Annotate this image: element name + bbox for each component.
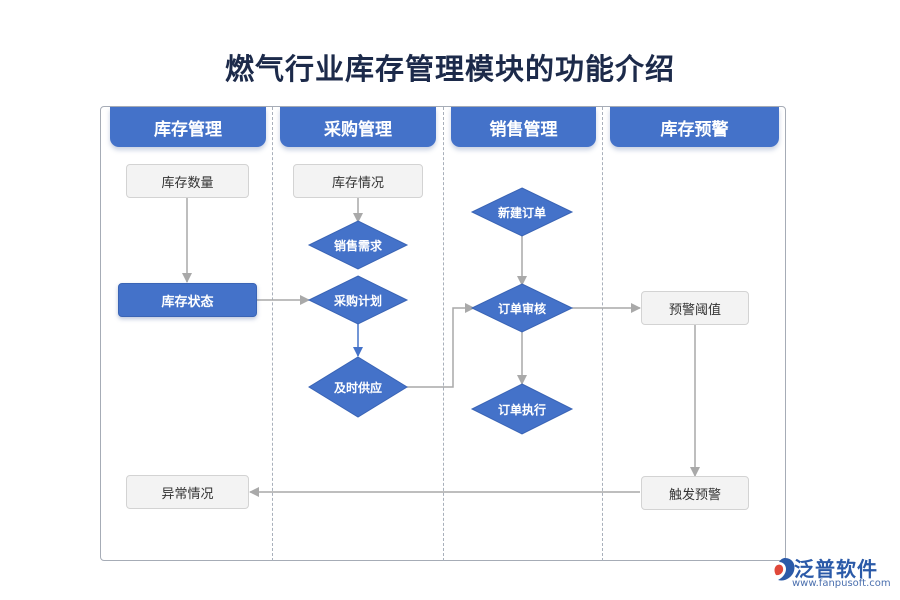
diamond-sales-demand: [307, 220, 409, 270]
logo-name: 泛普软件: [794, 557, 878, 581]
node-inventory-qty: 库存数量: [126, 164, 249, 198]
logo-url: www.fanpusoft.com: [792, 578, 891, 589]
diamond-new-order: [470, 187, 574, 237]
node-inventory-situation: 库存情况: [293, 164, 423, 198]
lane-header-sales: 销售管理: [451, 107, 596, 147]
lane-header-warning: 库存预警: [610, 107, 779, 147]
diamond-purchase-plan: [307, 275, 409, 325]
lane-divider: [272, 107, 273, 561]
label-order-exec: 订单执行: [497, 402, 546, 417]
diamond-order-review: [470, 283, 574, 333]
page-title: 燃气行业库存管理模块的功能介绍: [224, 52, 675, 86]
diamond-timely-supply: [308, 356, 408, 418]
lane-divider: [443, 107, 444, 561]
node-inventory-status: 库存状态: [118, 283, 257, 317]
label-timely-supply: 及时供应: [333, 380, 382, 395]
fanpu-logo-icon: [774, 558, 795, 581]
label-sales-demand: 销售需求: [333, 238, 382, 253]
label-new-order: 新建订单: [497, 205, 546, 220]
node-warn-threshold: 预警阈值: [641, 291, 749, 325]
edge-supply-review: [407, 303, 475, 388]
lane-divider: [602, 107, 603, 561]
node-trigger-warn: 触发预警: [641, 476, 749, 510]
label-order-review: 订单审核: [497, 301, 546, 316]
lane-header-inventory: 库存管理: [110, 107, 266, 147]
label-purchase-plan: 采购计划: [333, 293, 382, 308]
node-exception: 异常情况: [126, 475, 249, 509]
lane-header-purchase: 采购管理: [280, 107, 436, 147]
diamond-order-exec: [470, 383, 574, 435]
